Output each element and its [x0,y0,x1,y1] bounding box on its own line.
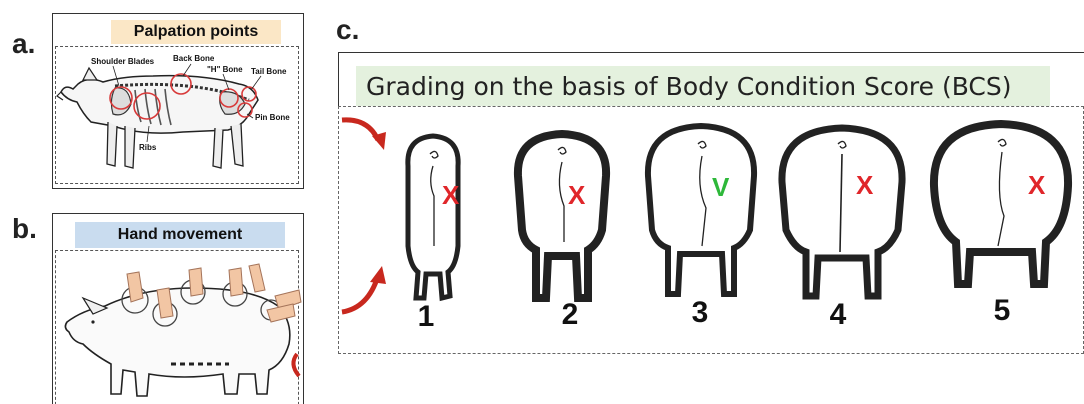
pig-rear-view-grade-5 [929,119,1073,288]
bcs-left-rule [338,52,339,106]
hand-movement-panel: Hand movement [52,213,304,404]
grade-5-number: 5 [993,294,1011,327]
palpation-points-panel: Palpation points Shoul [52,13,304,189]
pig-rear-view-grade-2 [513,129,611,302]
bcs-top-rule [338,52,1084,53]
label-tail-bone: Tail Bone [251,67,287,76]
grade-3-mark: V [712,172,730,202]
grade-2-mark: X [568,180,586,210]
rear-view-arrows [341,117,386,315]
bcs-title: Grading on the basis of Body Condition S… [356,66,1050,106]
pig-rear-view-grade-1 [405,133,461,302]
grade-2-number: 2 [561,298,579,331]
hand-movement-inner-frame [55,250,299,404]
hand-movement-title: Hand movement [75,222,285,248]
grade-4-mark: X [856,170,874,200]
pig-hand-movement-illustration [64,263,302,397]
pig-skeleton-illustration: Shoulder Blades Back Bone "H" Bone Tail … [56,54,290,169]
label-pin-bone: Pin Bone [255,113,290,122]
label-shoulder-blades: Shoulder Blades [91,57,155,66]
pig-rear-view-grade-4 [778,124,906,300]
palpation-points-title: Palpation points [111,20,281,44]
label-h-bone: "H" Bone [207,65,243,74]
palpation-points-inner-frame [55,46,299,184]
grade-3-number: 3 [691,296,709,329]
pig-rear-view-grade-3 [644,122,758,297]
panel-c-letter: c. [336,14,360,45]
label-back-bone: Back Bone [173,54,215,63]
grade-5-mark: X [1028,170,1046,200]
panel-a-letter: a. [12,28,36,59]
grade-1-number: 1 [417,300,435,333]
grade-4-number: 4 [829,298,847,331]
grade-1-mark: X [442,180,460,210]
label-ribs: Ribs [139,143,157,152]
panel-b-letter: b. [12,213,37,244]
